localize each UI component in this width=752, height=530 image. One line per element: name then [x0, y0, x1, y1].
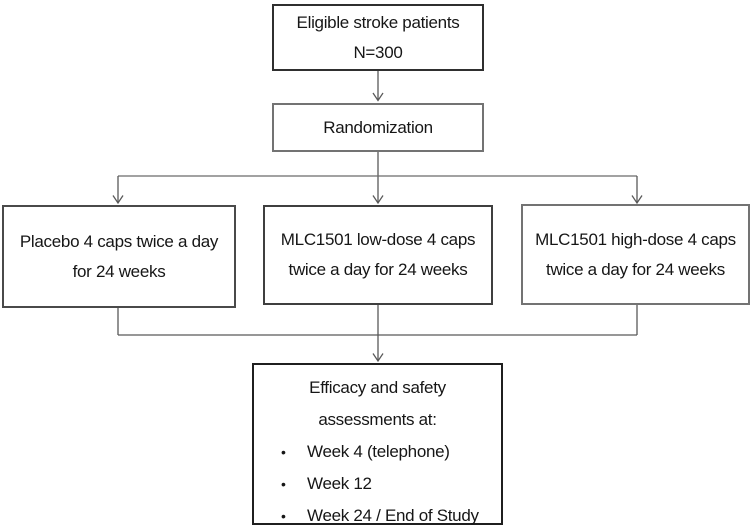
node-label-line: N=300 [353, 42, 403, 62]
node-label-line: MLC1501 low-dose 4 caps [280, 230, 476, 249]
node-placebo-arm: Placebo 4 caps twice a day for 24 weeks [2, 205, 236, 308]
node-assessments: Efficacy and safety assessments at: • We… [252, 363, 503, 525]
node-label-line: Randomization [323, 117, 433, 137]
assessment-schedule-list: • Week 4 (telephone) • Week 12 • Week 24… [254, 436, 501, 530]
node-label-line: twice a day for 24 weeks [546, 259, 725, 279]
list-item: • Week 4 (telephone) [254, 436, 501, 468]
node-label-line: Eligible stroke patients [296, 12, 460, 32]
bullet-icon: • [281, 444, 286, 460]
bullet-icon: • [281, 476, 286, 492]
node-eligible-patients: Eligible stroke patients N=300 [272, 4, 484, 71]
node-label-line: twice a day for 24 weeks [288, 260, 468, 279]
node-low-dose-arm: MLC1501 low-dose 4 caps twice a day for … [263, 205, 493, 305]
bullet-icon: • [281, 508, 286, 524]
arrowhead-randomization [372, 92, 384, 102]
list-item: • Week 24 / End of Study [254, 500, 501, 530]
list-item: • Week 12 [254, 468, 501, 500]
node-label-line: for 24 weeks [72, 261, 166, 281]
node-heading-line: assessments at: [318, 410, 437, 429]
node-label-line: MLC1501 high-dose 4 caps [535, 229, 736, 249]
node-randomization: Randomization [272, 103, 484, 152]
arrowhead-low-dose [372, 195, 384, 205]
list-item-label: Week 4 (telephone) [307, 442, 450, 461]
arrowhead-high-dose [631, 195, 643, 205]
node-heading-line: Efficacy and safety [309, 378, 446, 397]
arrowhead-placebo [112, 195, 124, 205]
node-label-line: Placebo 4 caps twice a day [19, 231, 219, 251]
node-high-dose-arm: MLC1501 high-dose 4 caps twice a day for… [521, 204, 750, 305]
list-item-label: Week 12 [307, 474, 372, 493]
arrowhead-assessments [372, 353, 384, 363]
list-item-label: Week 24 / End of Study [307, 506, 479, 525]
